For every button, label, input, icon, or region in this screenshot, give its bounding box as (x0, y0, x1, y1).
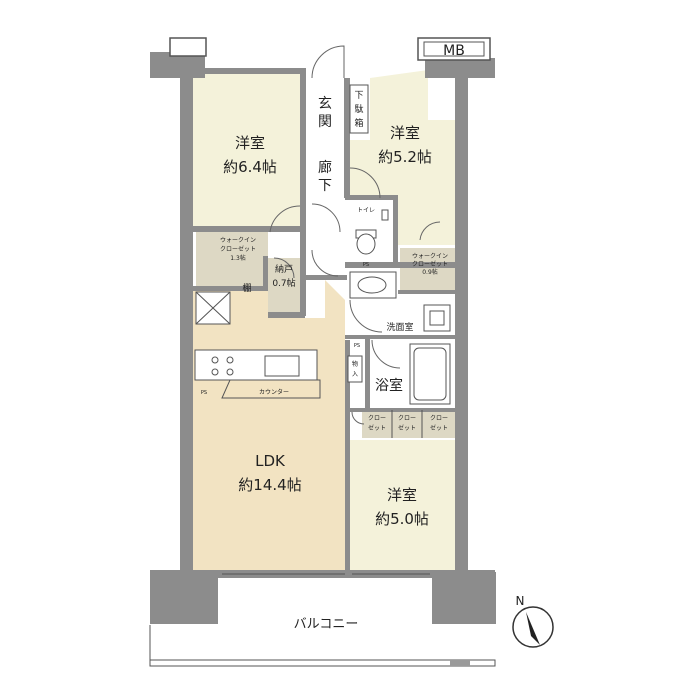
hallway-label-1: 廊 (318, 159, 332, 176)
bathtub (409, 343, 451, 405)
west-bedroom-name: 洋室 (235, 134, 265, 152)
south-bedroom-size: 約5.0帖 (375, 510, 429, 528)
closet-2-label-1: クロー (398, 415, 416, 422)
wic-west-label-1: ウォークイン (220, 236, 256, 244)
wic-east-floor (400, 248, 455, 292)
north-compass-icon (512, 606, 554, 648)
shelf-label: 棚 (242, 282, 251, 294)
ps-label-2: PS (363, 262, 369, 268)
ps-label-1: PS (201, 390, 207, 396)
shoe-box-label-1: 下 (354, 91, 363, 101)
kitchen-counter (194, 349, 321, 399)
east-bedroom-floor (345, 70, 455, 245)
shoe-box-label-2: 駄 (354, 103, 363, 115)
south-bedroom-name: 洋室 (387, 486, 417, 504)
entrance-label-1: 玄 (318, 95, 332, 112)
west-bedroom-floor (193, 68, 305, 228)
closets-floor (362, 410, 457, 438)
ldk-size: 約14.4帖 (238, 476, 301, 494)
doors (269, 45, 441, 425)
storage-label-1: 納戸 (275, 263, 293, 275)
storage-label-2: 0.7帖 (272, 277, 295, 289)
washroom-label: 洗面室 (386, 321, 413, 333)
entrance-floor (305, 78, 345, 148)
closet-dividers (391, 410, 423, 438)
closet-1-label-1: クロー (368, 415, 386, 422)
bath-label: 浴室 (375, 377, 403, 394)
closet-1-label-2: ゼット (368, 424, 386, 432)
toilet-label: トイレ (357, 207, 375, 214)
ldk-name: LDK (255, 452, 286, 470)
hallway-floor (305, 148, 345, 280)
wic-east-label-3: 0.9帖 (422, 268, 438, 276)
wic-west-label-2: クローゼット (220, 245, 256, 253)
east-bedroom-size: 約5.2帖 (378, 148, 432, 166)
mono-ire-label-1: 物 (352, 360, 358, 368)
wic-east-label-1: ウォークイン (412, 252, 448, 260)
storage-floor (268, 258, 300, 314)
wic-east-label-2: クローゼット (412, 260, 448, 268)
balcony-label: バルコニー (294, 617, 359, 632)
west-bedroom-size: 約6.4帖 (223, 158, 277, 176)
mono-ire-closet (347, 355, 363, 383)
shoe-box (349, 84, 369, 134)
wic-west-floor (196, 232, 268, 288)
balcony (149, 625, 496, 667)
shoe-box-label-3: 箱 (354, 117, 363, 129)
mb-inner (423, 41, 485, 57)
east-bedroom-name: 洋室 (390, 124, 420, 142)
south-bedroom-floor (350, 440, 460, 572)
mb-label: MB (443, 43, 465, 59)
hallway-label-2: 下 (318, 178, 332, 194)
wic-west-label-3: 1.3帖 (230, 254, 246, 262)
closet-2-label-2: ゼット (398, 424, 416, 432)
counter-label: カウンター (259, 388, 289, 396)
north-label: N (516, 594, 525, 608)
ps-label-3: PS (354, 343, 360, 349)
mono-ire-label-2: 入 (352, 371, 358, 378)
closet-3-label-1: クロー (430, 415, 448, 422)
toilet-fixture (355, 209, 389, 255)
north-window-west (169, 37, 207, 57)
closet-3-label-2: ゼット (430, 424, 448, 432)
washbasin (349, 271, 397, 299)
entrance-label-2: 関 (318, 114, 332, 130)
